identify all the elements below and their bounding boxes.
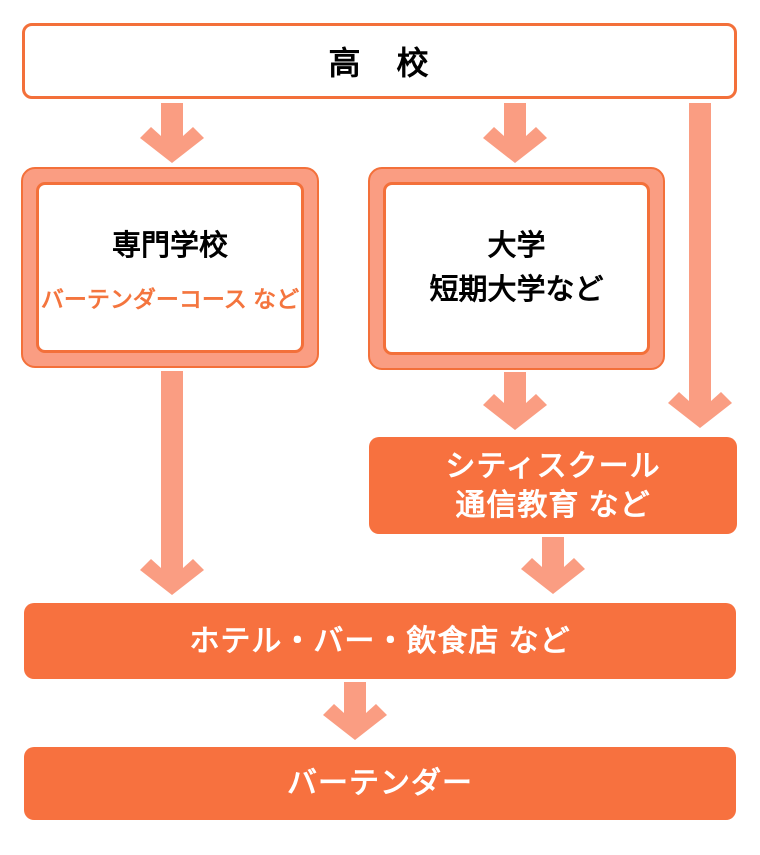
arrow-highschool-to-vocational-icon — [140, 103, 204, 163]
bartender-label: バーテンダー — [287, 767, 473, 800]
vocational-school-subtitle: バーテンダーコース など — [40, 285, 300, 312]
node-workplace: ホテル・バー・飲食店 など — [24, 603, 736, 679]
node-university: 大学 短期大学など — [368, 167, 665, 370]
arrow-highschool-to-university-icon — [483, 103, 547, 163]
university-line1: 大学 — [487, 230, 546, 262]
high-school-label: 高 校 — [328, 45, 431, 81]
university-line2: 短期大学など — [429, 273, 604, 306]
city-school-line1: シティスクール — [445, 449, 661, 483]
arrow-vocational-to-workplace-icon — [140, 371, 204, 595]
workplace-label: ホテル・バー・飲食店 など — [189, 624, 571, 658]
node-vocational-school: 専門学校 バーテンダーコース など — [21, 167, 319, 368]
node-bartender: バーテンダー — [24, 747, 736, 820]
vocational-school-panel: 専門学校 バーテンダーコース など — [36, 182, 304, 353]
node-high-school: 高 校 — [22, 23, 737, 99]
arrow-cityschool-to-workplace-icon — [521, 537, 585, 594]
city-school-line2: 通信教育 など — [455, 488, 651, 522]
vocational-school-title: 専門学校 — [111, 229, 228, 262]
arrow-highschool-to-cityschool-icon — [668, 103, 732, 428]
arrow-university-to-cityschool-icon — [483, 372, 547, 430]
node-city-school: シティスクール 通信教育 など — [369, 437, 737, 534]
university-panel: 大学 短期大学など — [383, 182, 650, 355]
arrow-workplace-to-bartender-icon — [323, 682, 387, 740]
